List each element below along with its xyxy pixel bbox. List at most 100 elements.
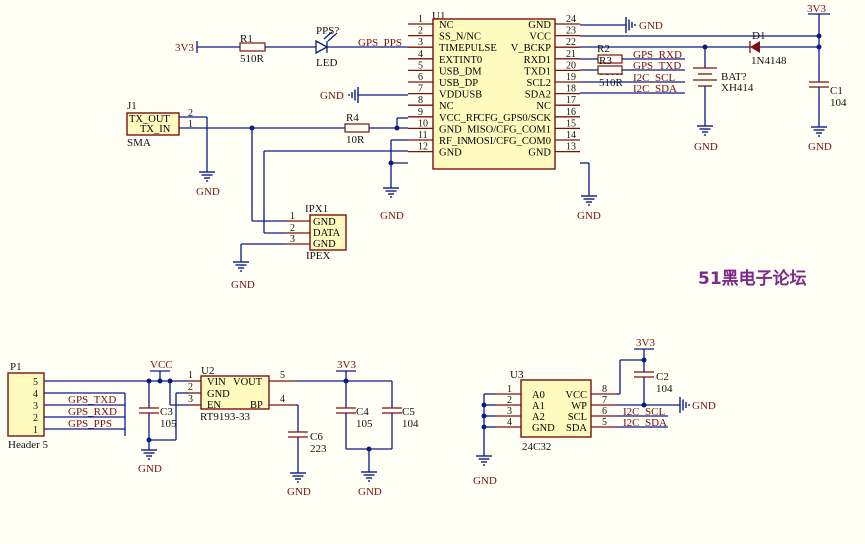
u3-pin-name: A2: [532, 412, 545, 423]
u3-ref: U3: [510, 369, 524, 381]
j1-pin2-num: 2: [188, 108, 193, 119]
u1-pin-name: RF_IN: [439, 136, 469, 147]
u1-pin-number: 8: [418, 95, 423, 106]
u1-pin-name: VCC: [529, 32, 551, 43]
u2-pin4-num: 4: [280, 394, 285, 405]
net-gps-txd-u1: GPS_TXD: [633, 60, 681, 72]
u1-pin-name: TIMEPULSE: [439, 43, 497, 54]
gnd-label-c2: GND: [692, 400, 716, 412]
u1-pin-name: EXTINT0: [439, 55, 482, 66]
u2-pin2-name: GND: [207, 389, 230, 400]
p1-pin-number: 2: [33, 413, 38, 424]
r4-ref: R4: [346, 112, 359, 124]
u3-pin-number: 7: [602, 395, 607, 406]
ipx1-value: IPEX: [306, 250, 331, 262]
u3-pin-number: 6: [602, 406, 607, 417]
c6-capacitor: C6 223: [288, 431, 327, 455]
u1-pin-number: 2: [418, 26, 423, 37]
bat-ref: BAT?: [721, 71, 747, 83]
gnd-label-u1-10: GND: [380, 210, 404, 222]
p1-pin-number: 5: [33, 377, 38, 388]
net-gps-rxd-p1: GPS_RXD: [68, 406, 117, 418]
u3-pin-name: SCL: [568, 412, 587, 423]
ipx1-pin3-name: GND: [313, 239, 336, 250]
u1-pin-name: MOSI/CFG_COM0: [467, 136, 551, 147]
u2-body: [200, 375, 270, 410]
u1-right-pins: 24GND23VCC22V_BCKP21RXD120TXD119SCL218SD…: [467, 14, 580, 159]
led-pps: PPS? LED: [315, 25, 339, 69]
u3-pin-number: 5: [602, 417, 607, 428]
gnd-label-u1-13: GND: [577, 210, 601, 222]
c3-ref: C3: [160, 406, 173, 418]
c2-capacitor: C2 104: [634, 371, 673, 395]
u1-pin-number: 13: [566, 142, 576, 153]
u2-pin5-num: 5: [280, 370, 285, 381]
net-gps-txd-p1: GPS_TXD: [68, 394, 116, 406]
u3-pin-number: 1: [507, 384, 512, 395]
u2-pin2-num: 2: [188, 382, 193, 393]
gnd-label-u1-7: GND: [320, 90, 344, 102]
u1-pin-name: GND: [439, 124, 462, 135]
u1-pin-name: SDA2: [525, 90, 551, 101]
u3-pin-name: VCC: [565, 390, 587, 401]
vcc-label: VCC: [150, 359, 173, 371]
r1-ref: R1: [240, 33, 253, 45]
v3v3-label-u3: 3V3: [636, 337, 655, 349]
ipx1-ipex-connector: IPX1 GND DATA GND 1 2 3 IPEX: [286, 203, 347, 262]
c6-ref: C6: [310, 431, 323, 443]
c5-ref: C5: [402, 406, 415, 418]
c2-value: 104: [656, 383, 673, 395]
c2-ref: C2: [656, 371, 669, 383]
r4-value: 10R: [346, 134, 365, 146]
u1-pin-number: 7: [418, 84, 423, 95]
gnd-label-c1: GND: [808, 141, 832, 153]
r1-value: 510R: [240, 53, 265, 65]
u1-pin-name: USB_DP: [439, 78, 478, 89]
u1-left-pins: 1NC2SS_N/NC3TIMEPULSE4EXTINT05USB_DM6USB…: [408, 14, 497, 159]
u1-pin-number: 23: [566, 26, 576, 37]
u1-pin-name: NC: [536, 101, 551, 112]
net-gps-rxd-u1: GPS_RXD: [633, 49, 682, 61]
c3-value: 105: [160, 418, 177, 430]
c1-ref: C1: [830, 85, 843, 97]
u1-pin-number: 4: [418, 49, 423, 60]
u1-pin-number: 18: [566, 84, 576, 95]
net-i2c-sda-u1: I2C_SDA: [633, 83, 677, 95]
gnd-label-bat: GND: [694, 141, 718, 153]
u1-pin-number: 24: [566, 14, 576, 25]
net-i2c-scl-u1: I2C_SCL: [633, 72, 675, 84]
u1-pin-name: VDDUSB: [439, 90, 482, 101]
c1-capacitor: C1 104: [809, 81, 847, 109]
ipx1-pin2-name: DATA: [313, 228, 341, 239]
u2-pin1-num: 1: [188, 370, 193, 381]
u1-pin-name: RXD1: [524, 55, 551, 66]
u1-pin-name: NC: [439, 20, 454, 31]
u1-pin-name: SS_N/NC: [439, 32, 481, 43]
u3-pin-number: 2: [507, 395, 512, 406]
r3-value: 510R: [599, 77, 624, 89]
u2-pin5-name: VOUT: [233, 377, 263, 388]
u1-pin-number: 22: [566, 37, 576, 48]
net-gps-pps-u1: GPS_PPS: [358, 37, 402, 49]
c3-capacitor: C3 105: [139, 406, 177, 430]
u3-pin-name: SDA: [566, 423, 587, 434]
ipx1-pin1-num: 1: [290, 211, 295, 222]
brand-watermark: 51黑电子论坛: [698, 268, 807, 289]
u2-pin3-name: EN: [207, 400, 221, 411]
u1-pin-number: 20: [566, 60, 576, 71]
j1-value: SMA: [127, 137, 151, 149]
u3-pin-number: 8: [602, 384, 607, 395]
c4-capacitor: C4 105: [336, 406, 373, 430]
ipx1-pin1-name: GND: [313, 217, 336, 228]
u1-pin-number: 11: [418, 130, 428, 141]
u1-pin-name: USB_DM: [439, 66, 482, 77]
d1-value: 1N4148: [751, 55, 787, 67]
gnd-label-c3: GND: [138, 463, 162, 475]
u2-value: RT9193-33: [200, 411, 251, 423]
u3-pin-name: A1: [532, 401, 545, 412]
